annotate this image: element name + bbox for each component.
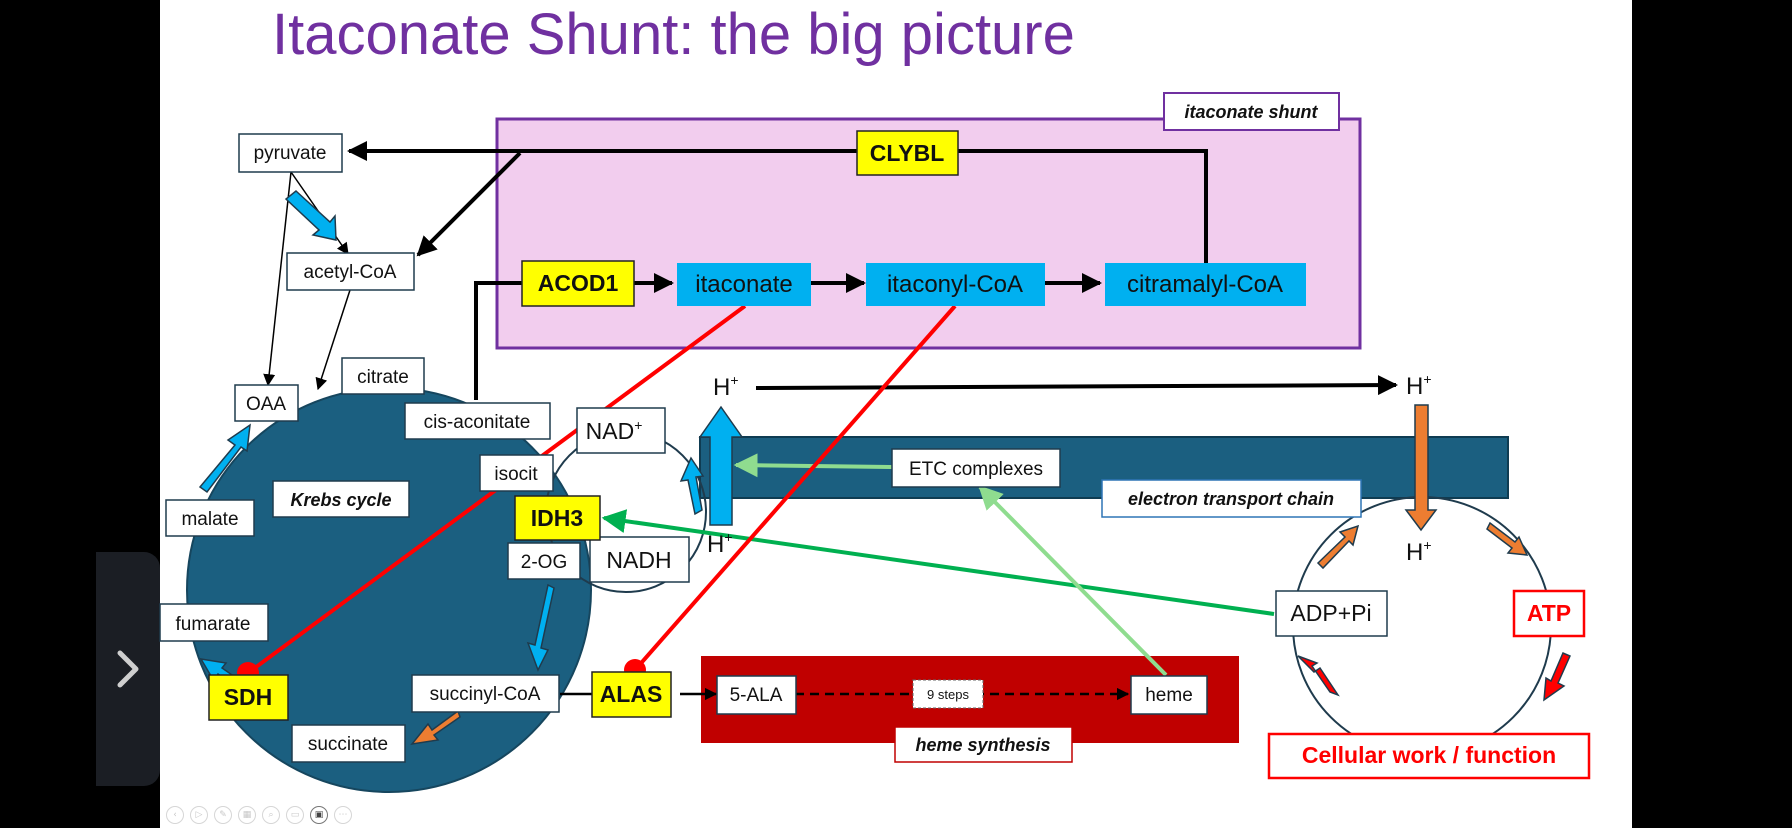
subtitles-button[interactable]: ▭ [286, 806, 304, 824]
svg-text:ETC complexes: ETC complexes [909, 459, 1043, 480]
expand-panel-button[interactable] [96, 552, 160, 786]
heme-synthesis-label: heme synthesis [894, 726, 1073, 763]
svg-text:heme: heme [1145, 685, 1193, 706]
svg-text:heme synthesis: heme synthesis [915, 735, 1050, 755]
slide-title: Itaconate Shunt: the big picture [272, 2, 1075, 67]
oaa-node: OAA [234, 384, 299, 422]
proton-label-bottom-right: H+ [1406, 537, 1432, 566]
five-ala-node: 5-ALA [716, 675, 797, 715]
atp-cycle-red-arrows [1297, 652, 1571, 702]
svg-text:citramalyl-CoA: citramalyl-CoA [1127, 271, 1283, 298]
svg-text:pyruvate: pyruvate [254, 143, 327, 164]
svg-text:CLYBL: CLYBL [870, 140, 945, 166]
proton-label-top-right: H+ [1406, 371, 1432, 400]
nadh-node: NADH [589, 536, 690, 583]
svg-text:SDH: SDH [224, 684, 273, 710]
svg-text:ATP: ATP [1527, 600, 1571, 626]
nine-steps-label: 9 steps [912, 679, 984, 709]
itaconyl-coa-node: itaconyl-CoA [866, 263, 1045, 306]
svg-text:ACOD1: ACOD1 [538, 270, 619, 296]
two-og-node: 2-OG [507, 542, 581, 580]
svg-text:succinyl-CoA: succinyl-CoA [430, 684, 541, 705]
svg-text:cis-aconitate: cis-aconitate [424, 412, 531, 433]
svg-text:electron transport chain: electron transport chain [1128, 489, 1334, 509]
heme-to-etc-arrow [978, 485, 1168, 677]
chevron-right-icon [117, 650, 139, 688]
svg-text:Cellular work / function: Cellular work / function [1302, 742, 1556, 768]
pyruvate-node: pyruvate [238, 133, 343, 173]
zoom-button[interactable]: ⌕ [262, 806, 280, 824]
etc-complexes-node: ETC complexes [891, 448, 1061, 488]
previous-slide-button[interactable]: ‹ [166, 806, 184, 824]
svg-text:NADH: NADH [606, 547, 671, 573]
svg-text:succinate: succinate [308, 734, 388, 755]
svg-text:isocit: isocit [494, 464, 538, 485]
succinyl-coa-node: succinyl-CoA [411, 674, 560, 713]
proton-label-top-left: H+ [713, 372, 739, 401]
krebs-flow-arrows [198, 190, 705, 692]
cis-aconitate-node: cis-aconitate [404, 402, 551, 440]
svg-text:itaconate: itaconate [695, 271, 792, 298]
svg-text:5-ALA: 5-ALA [730, 685, 783, 706]
svg-text:acetyl-CoA: acetyl-CoA [304, 262, 397, 283]
clybl-return-line [347, 141, 1208, 282]
idh3-enzyme: IDH3 [514, 495, 601, 541]
svg-text:itaconate shunt: itaconate shunt [1184, 102, 1318, 122]
svg-text:malate: malate [181, 509, 238, 530]
citramalyl-coa-node: citramalyl-CoA [1105, 263, 1306, 306]
nad-node: NAD+ [576, 407, 666, 454]
proton-transfer-arrow [755, 375, 1398, 396]
svg-text:ADP+Pi: ADP+Pi [1290, 600, 1371, 626]
acetyl-coa-node: acetyl-CoA [286, 252, 415, 291]
svg-text:2-OG: 2-OG [521, 552, 567, 573]
svg-text:itaconyl-CoA: itaconyl-CoA [887, 271, 1023, 298]
acod1-enzyme: ACOD1 [521, 260, 635, 307]
malate-node: malate [165, 499, 255, 537]
svg-text:IDH3: IDH3 [531, 505, 583, 531]
svg-text:ALAS: ALAS [600, 681, 663, 707]
svg-text:fumarate: fumarate [176, 614, 251, 635]
fumarate-node: fumarate [159, 603, 269, 642]
svg-text:OAA: OAA [246, 394, 286, 415]
etc-label: electron transport chain [1101, 479, 1362, 518]
adp-to-idh3-activation [601, 509, 1275, 616]
cellular-work-label: Cellular work / function [1267, 732, 1591, 780]
clybl-enzyme: CLYBL [856, 130, 959, 176]
camera-button[interactable]: ▣ [310, 806, 328, 824]
svg-text:citrate: citrate [357, 367, 409, 388]
sdh-enzyme: SDH [208, 674, 289, 721]
itaconate-node: itaconate [677, 263, 811, 306]
itaconate-shunt-label: itaconate shunt [1163, 92, 1340, 131]
alas-enzyme: ALAS [591, 671, 672, 718]
adp-pi-node: ADP+Pi [1275, 590, 1388, 637]
more-options-button[interactable]: ⋯ [334, 806, 352, 824]
isocitrate-node: isocit [479, 454, 554, 492]
slides-grid-button[interactable]: ▦ [238, 806, 256, 824]
svg-text:Krebs cycle: Krebs cycle [290, 490, 391, 510]
svg-text:NAD+: NAD+ [586, 417, 643, 444]
citrate-node: citrate [341, 357, 425, 395]
next-slide-button[interactable]: ▷ [190, 806, 208, 824]
heme-node: heme [1130, 675, 1208, 715]
cis-aconitate-to-acod1-line [474, 281, 522, 400]
atp-node: ATP [1512, 589, 1586, 638]
succinate-node: succinate [291, 724, 406, 763]
svg-text:9 steps: 9 steps [927, 687, 969, 702]
krebs-cycle-label: Krebs cycle [272, 480, 410, 518]
proton-pump-arrow [698, 405, 744, 526]
atp-synthase-arrow [1404, 404, 1438, 532]
presentation-toolbar: ‹ ▷ ✎ ▦ ⌕ ▭ ▣ ⋯ [166, 806, 352, 828]
succinyl-coa-arrow [410, 709, 461, 746]
pen-tool-button[interactable]: ✎ [214, 806, 232, 824]
atp-cycle-orange-arrows [1316, 521, 1529, 570]
proton-label-bottom-left: H+ [707, 529, 733, 558]
